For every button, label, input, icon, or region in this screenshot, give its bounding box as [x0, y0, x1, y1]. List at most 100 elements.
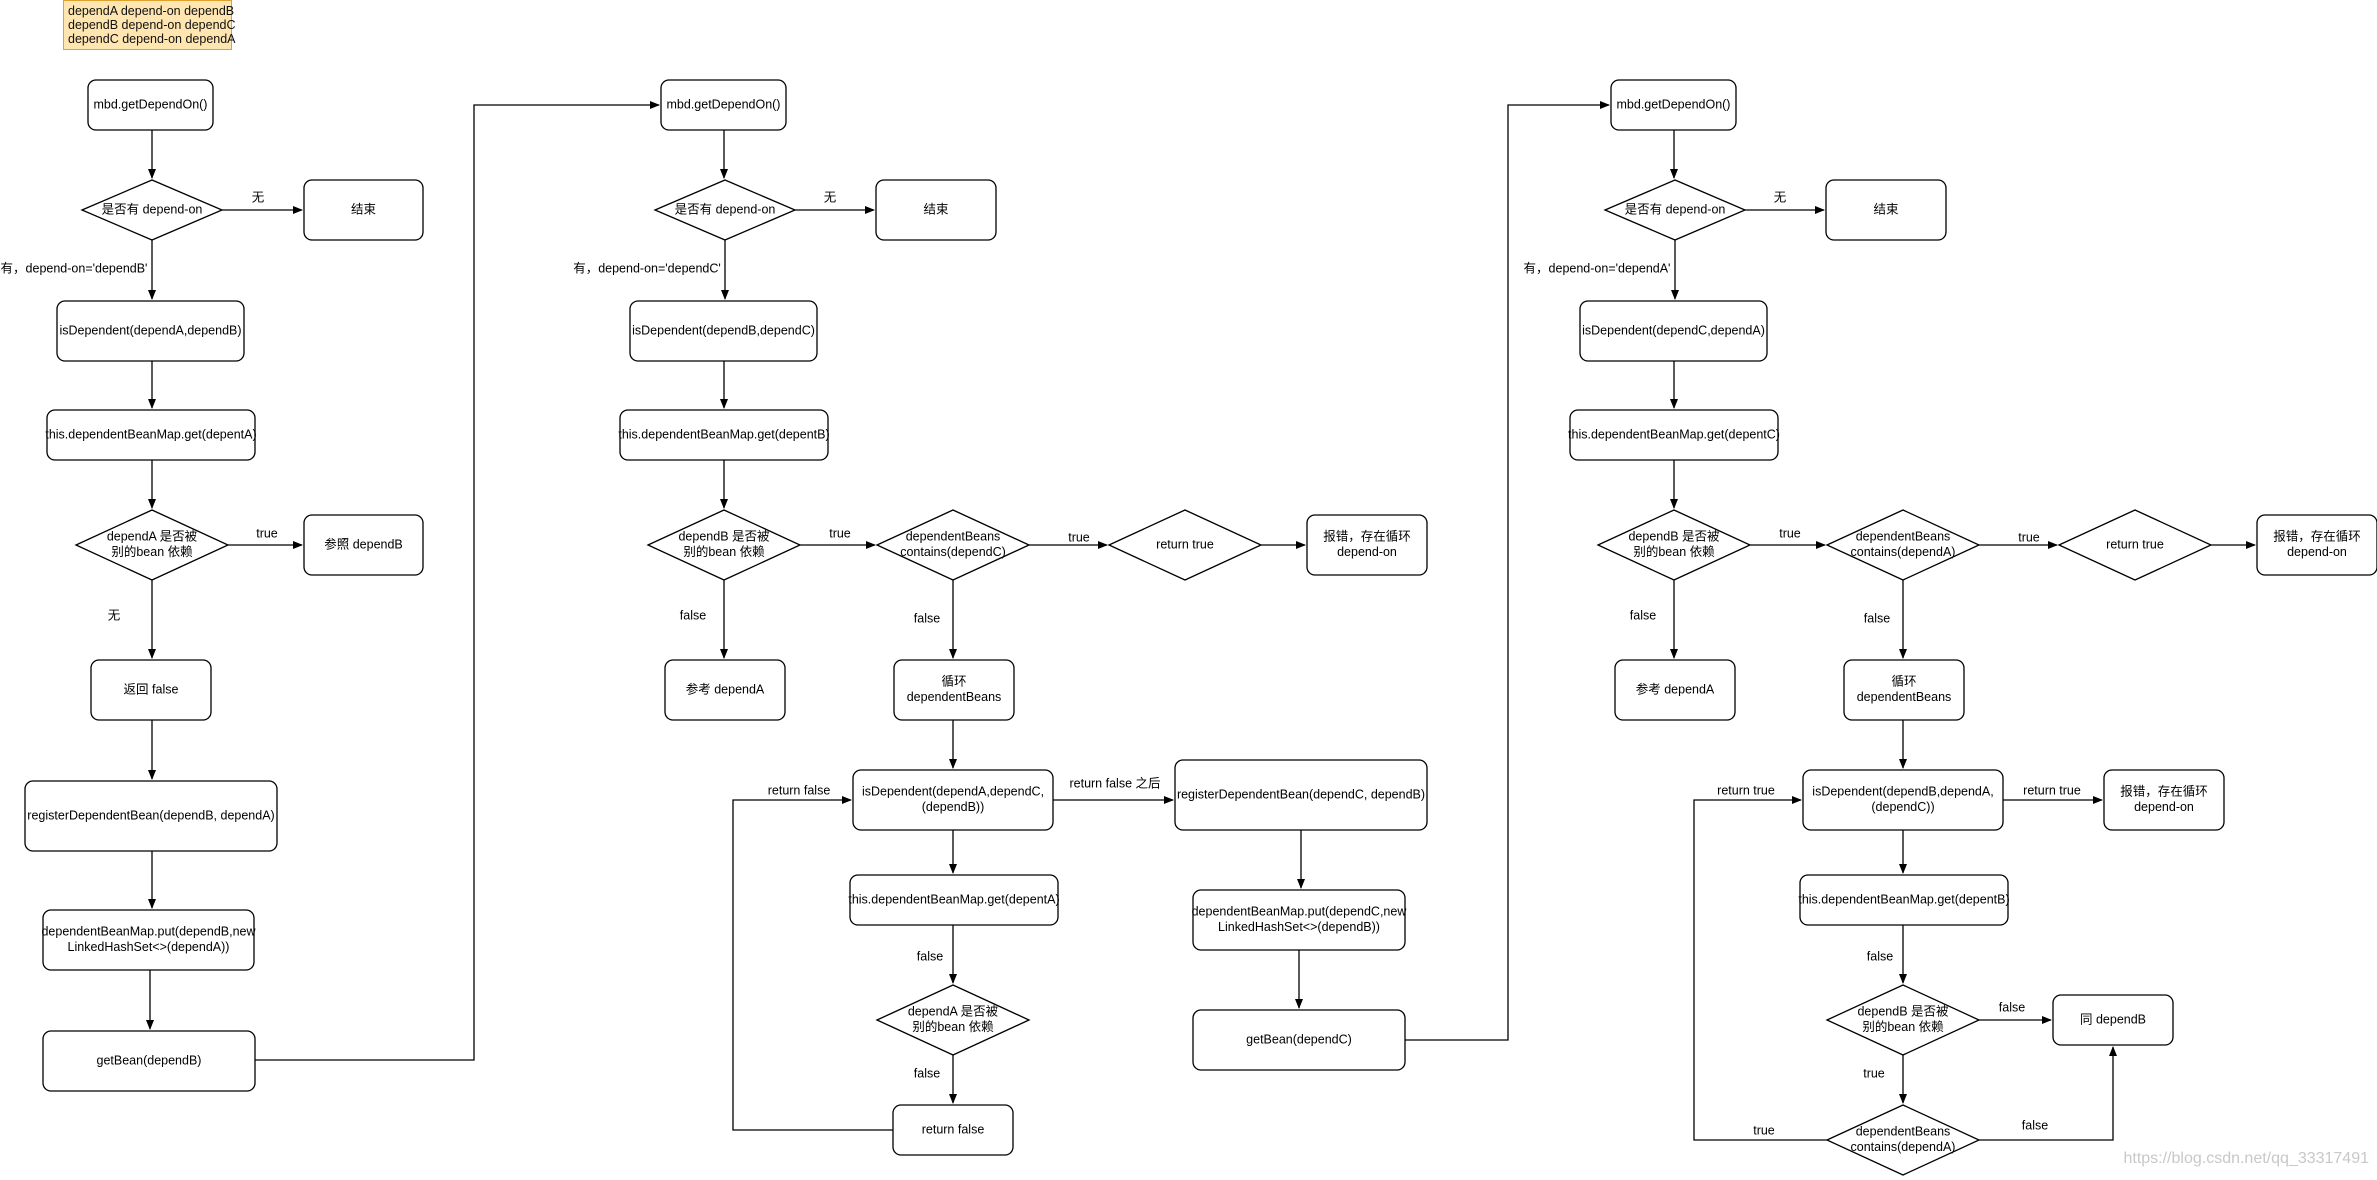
c3-has-depend-diamond-text: 是否有 depend-on	[1625, 202, 1726, 216]
c3-error2-node-text-line-2: depend-on	[2134, 800, 2194, 814]
c3-is-dependent2-node-text-line-2: (dependC))	[1871, 800, 1934, 814]
c2-start-node-text: mbd.getDependOn()	[667, 97, 781, 111]
c3-is-dependent2-node-text-line-1: isDependent(dependB,dependA,	[1812, 785, 1993, 799]
c2-is-dependent-node-text: isDependent(dependB,dependC)	[632, 323, 815, 337]
c3-label-has: 有，depend-on='dependA'	[1524, 261, 1671, 275]
c3-same-node: 同 dependB	[2052, 994, 2174, 1046]
c3-end-node-text: 结束	[1873, 202, 1899, 216]
c1-getbean-node-text: getBean(dependB)	[97, 1053, 202, 1067]
c2-getbean-node: getBean(dependC)	[1192, 1009, 1406, 1071]
c2-label-has: 有，depend-on='dependC'	[573, 261, 721, 275]
c1-has-depend-diamond: 是否有 depend-on	[80, 179, 224, 241]
c2-has-depend-diamond: 是否有 depend-on	[653, 179, 797, 241]
c1-depended-diamond-text-line-2: 别的bean 依赖	[111, 544, 193, 559]
c3-contains-diamond-text-line-2: contains(dependA)	[1851, 545, 1956, 559]
c2-depended-diamond-text-line-1: dependB 是否被	[678, 530, 770, 544]
c3-label-true3: true	[1863, 1066, 1885, 1080]
c1-start-node-text: mbd.getDependOn()	[94, 97, 208, 111]
note-line-3: dependC depend-on dependA	[68, 32, 236, 46]
c2-getbean-node-text: getBean(dependC)	[1246, 1032, 1352, 1046]
c3-edge-loop-back	[1693, 796, 1827, 1141]
c3-error2-node-text-line-1: 报错，存在循环	[2120, 784, 2208, 799]
c3-start-node-text: mbd.getDependOn()	[1617, 97, 1731, 111]
c3-label-true4: true	[1753, 1123, 1775, 1137]
c2-label-return-false: return false	[768, 783, 831, 797]
c1-register-node: registerDependentBean(dependB, dependA)	[24, 780, 278, 852]
c2-map-get-node-text: this.dependentBeanMap.get(depentB)	[618, 427, 829, 441]
note-line-2: dependB depend-on dependC	[68, 18, 236, 32]
c3-label-false5: false	[2022, 1118, 2048, 1132]
c1-ref-node: 参照 dependB	[303, 514, 424, 576]
c3-contains-diamond-text-line-1: dependentBeans	[1856, 530, 1951, 544]
c1-map-get-node-text: this.dependentBeanMap.get(depentA)	[45, 427, 256, 441]
c3-loop-node-text-line-1: 循环	[1891, 675, 1916, 689]
c1-getbean-node: getBean(dependB)	[42, 1030, 256, 1092]
c2-start-node: mbd.getDependOn()	[660, 79, 787, 131]
c3-label-return-true: return true	[1717, 783, 1775, 797]
c1-end-node: 结束	[303, 179, 424, 241]
c3-label-false2: false	[1864, 611, 1890, 625]
c1-has-depend-diamond-text: 是否有 depend-on	[102, 202, 203, 216]
c3-error-node-text-line-1: 报错，存在循环	[2273, 529, 2361, 544]
c2-depended-diamond-text-line-2: 别的bean 依赖	[683, 544, 765, 559]
c1-label-has: 有，depend-on='dependB'	[1, 261, 148, 275]
c3-label-return-true2: return true	[2023, 783, 2081, 797]
c2-end-node: 结束	[875, 179, 997, 241]
c2-return-true-diamond-text: return true	[1156, 537, 1214, 551]
c3-label-true2: true	[2018, 530, 2040, 544]
c2-label-false2: false	[914, 611, 940, 625]
c3-map-get2-node: this.dependentBeanMap.get(depentB)	[1798, 874, 2010, 926]
c2-ref-node-text: 参考 dependA	[686, 681, 765, 696]
c2-label-after: return false 之后	[1069, 776, 1160, 790]
c1-label-none: 无	[252, 190, 265, 204]
c3-label-false: false	[1630, 608, 1656, 622]
c3-same-node-text: 同 dependB	[2080, 1012, 2146, 1026]
c2-end-node-text: 结束	[923, 202, 949, 216]
c3-label-false4: false	[1999, 1000, 2025, 1014]
c2-edge-to-c3	[1405, 101, 1610, 1041]
c2-is-dependent2-node-text-line-1: isDependent(dependA,dependC,	[862, 785, 1044, 799]
c3-return-true-diamond-text: return true	[2106, 537, 2164, 551]
c1-label-none2: 无	[108, 608, 121, 622]
c2-label-false4: false	[914, 1066, 940, 1080]
c1-return-false-node-text: 返回 false	[124, 682, 179, 696]
c3-map-get-node: this.dependentBeanMap.get(depentC)	[1568, 409, 1780, 461]
c3-label-false3: false	[1867, 949, 1893, 963]
c3-contains2-diamond-text-line-1: dependentBeans	[1856, 1125, 1951, 1139]
c3-has-depend-diamond: 是否有 depend-on	[1603, 179, 1747, 241]
c2-loop-node-text-line-1: 循环	[941, 675, 966, 689]
c1-ref-node-text: 参照 dependB	[324, 536, 403, 551]
c2-map-get-node: this.dependentBeanMap.get(depentB)	[618, 409, 830, 461]
c3-contains2-diamond-text-line-2: contains(dependA)	[1851, 1140, 1956, 1154]
c2-error-node-text-line-2: depend-on	[1337, 545, 1397, 559]
c2-put-node: dependentBeanMap.put(dependC,newLinkedHa…	[1192, 889, 1408, 951]
c2-loop-node-text-line-2: dependentBeans	[907, 690, 1002, 704]
c2-label-false: false	[680, 608, 706, 622]
c2-return-false-node-text: return false	[922, 1122, 985, 1136]
c2-label-true2: true	[1068, 530, 1090, 544]
c3-label-true: true	[1779, 526, 1801, 540]
c1-put-node-text-line-2: LinkedHashSet<>(dependA))	[68, 940, 230, 954]
c2-put-node-text-line-1: dependentBeanMap.put(dependC,new	[1192, 905, 1408, 919]
c1-start-node: mbd.getDependOn()	[87, 79, 214, 131]
c3-ref-node: 参考 dependA	[1614, 659, 1736, 721]
c3-depended2-diamond-text-line-1: dependB 是否被	[1857, 1005, 1949, 1019]
legend-note: dependA depend-on dependB dependB depend…	[63, 0, 236, 50]
c2-is-dependent2-node: isDependent(dependA,dependC,(dependB))	[852, 769, 1054, 831]
watermark: https://blog.csdn.net/qq_33317491	[2123, 1150, 2369, 1167]
c3-start-node: mbd.getDependOn()	[1610, 79, 1737, 131]
c3-is-dependent-node: isDependent(dependC,dependA)	[1579, 300, 1768, 362]
c2-register-node-text: registerDependentBean(dependC, dependB)	[1177, 787, 1425, 801]
c1-map-get-node: this.dependentBeanMap.get(depentA)	[45, 409, 257, 461]
c2-depended2-diamond-text-line-1: dependA 是否被	[908, 1005, 999, 1019]
c2-contains-diamond-text-line-1: dependentBeans	[906, 530, 1001, 544]
c2-map-get2-node: this.dependentBeanMap.get(depentA)	[848, 874, 1060, 926]
